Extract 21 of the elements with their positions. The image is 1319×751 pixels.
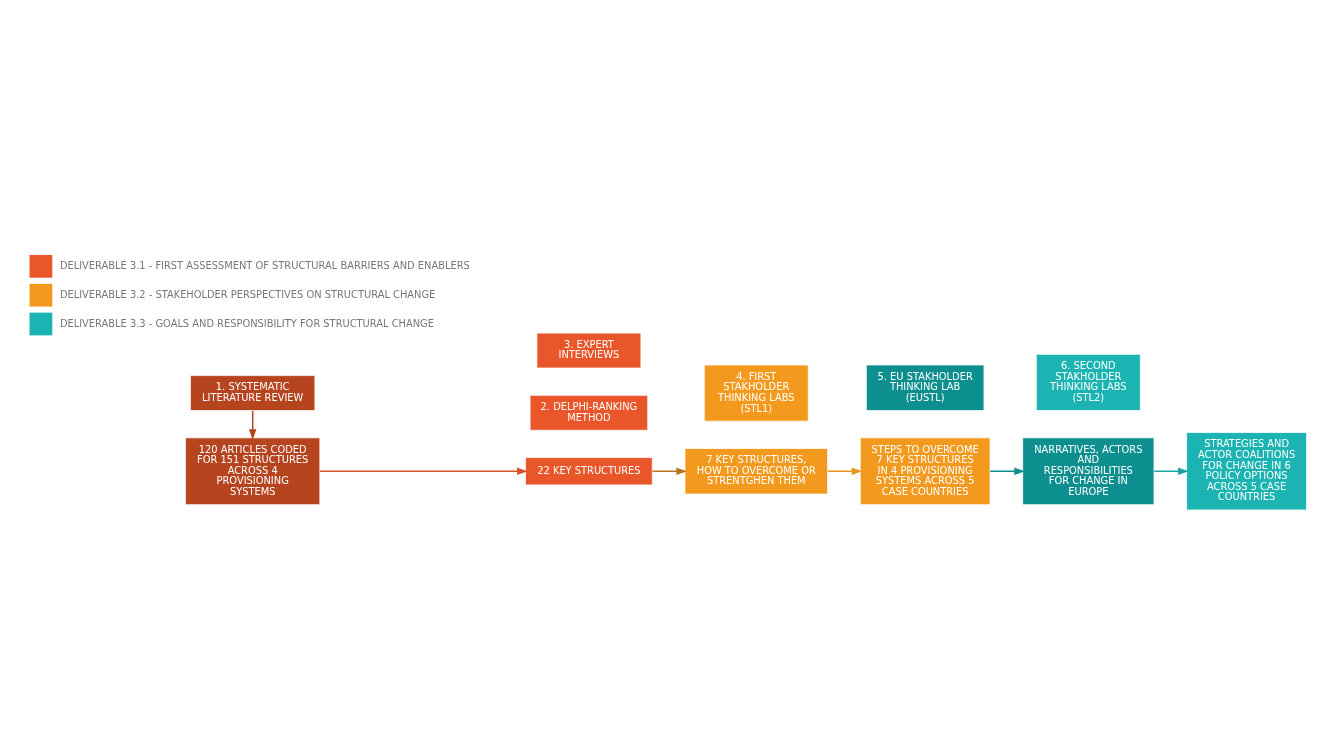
node-box: 6. SECOND STAKHOLDER THINKING LABS (STL2)	[1035, 353, 1141, 411]
node-box: 1. SYSTEMATIC LITERATURE REVIEW	[190, 374, 316, 411]
node-box: STEPS TO OVERCOME 7 KEY STRUCTURES IN 4 PROVISIONING SYSTEMS ACROSS 5 CASE COUNTRIES	[859, 437, 991, 505]
node-box: 120 ARTICLES CODED FOR 151 STRUCTURES ACROSS 4 PROVISIONING SYSTEMS	[185, 437, 321, 505]
legend-label: DELIVERABLE 3.3 - GOALS AND RESPONSIBILITY FOR STRUCTURAL CHANGE	[59, 317, 434, 329]
arrow	[319, 467, 528, 475]
node-box: 7 KEY STRUCTURES, HOW TO OVERCOME OR STRENTGHEN THEM	[684, 447, 828, 494]
arrow	[651, 467, 687, 475]
node-box: 4. FIRST STAKHOLDER THINKING LABS (STL1)	[703, 364, 809, 422]
legend-label: DELIVERABLE 3.1 - FIRST ASSESSMENT OF STRUCTURAL BARRIERS AND ENABLERS	[59, 259, 470, 271]
arrow	[1153, 467, 1189, 475]
arrow	[989, 467, 1025, 475]
node-box: 3. EXPERT INTERVIEWS	[536, 332, 642, 368]
node-box: NARRATIVES, ACTORS AND RESPONSIBILITIES FOR CHANGE IN EUROPE	[1022, 437, 1155, 505]
node-box: 2. DELPHI-RANKING METHOD	[529, 394, 649, 431]
node-box: 5. EU STAKHOLDER THINKING LAB (EUSTL)	[865, 364, 985, 411]
node-box: STRATEGIES AND ACTOR COALITIONS FOR CHANGE IN 6 POLICY OPTIONS ACROSS 5 CASE COUNTRIES	[1186, 431, 1307, 510]
legend-label: DELIVERABLE 3.2 - STAKEHOLDER PERSPECTIVES ON STRUCTURAL CHANGE	[59, 288, 436, 300]
arrow	[827, 467, 863, 475]
node-box: 22 KEY STRUCTURES	[525, 456, 653, 485]
arrow	[248, 409, 257, 440]
